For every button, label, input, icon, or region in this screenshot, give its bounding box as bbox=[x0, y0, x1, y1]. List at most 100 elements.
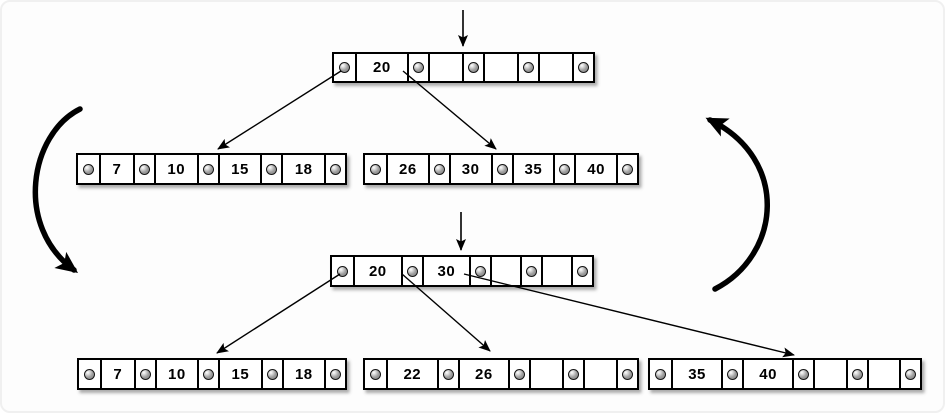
pointer-cell bbox=[520, 257, 541, 285]
pointer-cell bbox=[899, 360, 920, 388]
btree-node-bottom-child-right: 35 40 bbox=[648, 358, 922, 390]
key-cell: 40 bbox=[574, 155, 616, 183]
key-cell: 7 bbox=[99, 155, 133, 183]
pointer-socket-icon bbox=[330, 368, 342, 380]
pointer-socket-icon bbox=[433, 163, 445, 175]
key-cell bbox=[866, 360, 899, 388]
pointer-socket-icon bbox=[412, 62, 424, 73]
pointer-cell bbox=[334, 54, 355, 81]
pointer-socket-icon bbox=[339, 62, 350, 73]
key-cell: 35 bbox=[671, 360, 721, 388]
key-cell bbox=[583, 360, 616, 388]
btree-node-top-root: 20 bbox=[332, 52, 595, 83]
pointer-socket-icon bbox=[467, 62, 479, 73]
pointer-socket-icon bbox=[266, 163, 278, 175]
pointer-socket-icon bbox=[622, 368, 633, 380]
pointer-socket-icon bbox=[138, 163, 150, 175]
key-cell: 18 bbox=[281, 155, 324, 183]
pointer-socket-icon bbox=[406, 265, 418, 277]
pointer-cell bbox=[79, 360, 100, 388]
pointer-cell bbox=[78, 155, 99, 183]
key-cell: 30 bbox=[421, 257, 470, 285]
pointer-cell bbox=[406, 54, 428, 81]
pointer-socket-icon bbox=[622, 163, 633, 175]
btree-node-top-child-right: 26 30 35 40 bbox=[363, 153, 639, 185]
pointer-cell bbox=[461, 54, 483, 81]
pointer-cell bbox=[650, 360, 671, 388]
pointer-cell bbox=[616, 155, 637, 183]
pointer-socket-icon bbox=[496, 163, 508, 175]
pointer-cell bbox=[400, 257, 422, 285]
pointer-socket-icon bbox=[330, 163, 342, 175]
pointer-socket-icon bbox=[370, 163, 381, 175]
pointer-cell bbox=[562, 360, 583, 388]
pointer-cell bbox=[427, 155, 449, 183]
key-cell: 15 bbox=[218, 360, 260, 388]
pointer-cell bbox=[260, 155, 281, 183]
key-cell: 10 bbox=[153, 155, 197, 183]
pointer-cell bbox=[490, 155, 512, 183]
pointer-socket-icon bbox=[442, 368, 454, 380]
pointer-cell bbox=[365, 360, 386, 388]
pointer-socket-icon bbox=[526, 265, 538, 277]
key-cell: 35 bbox=[511, 155, 554, 183]
pointer-socket-icon bbox=[475, 265, 487, 277]
key-cell: 22 bbox=[386, 360, 437, 388]
pointer-socket-icon bbox=[337, 265, 348, 277]
key-cell: 18 bbox=[281, 360, 324, 388]
pointer-socket-icon bbox=[727, 368, 739, 380]
btree-node-bottom-child-left: 7 10 15 18 bbox=[77, 358, 347, 390]
pointer-cell bbox=[324, 155, 345, 183]
pointer-cell bbox=[324, 360, 345, 388]
pointer-cell bbox=[553, 155, 574, 183]
key-cell: 20 bbox=[355, 54, 407, 81]
key-cell: 26 bbox=[386, 155, 428, 183]
pointer-socket-icon bbox=[203, 368, 215, 380]
pointer-cell bbox=[365, 155, 386, 183]
key-cell: 15 bbox=[217, 155, 261, 183]
key-cell bbox=[490, 257, 520, 285]
key-cell: 7 bbox=[100, 360, 134, 388]
pointer-cell bbox=[332, 257, 353, 285]
pointer-cell bbox=[260, 360, 282, 388]
key-cell bbox=[482, 54, 517, 81]
key-cell bbox=[541, 257, 571, 285]
key-cell: 26 bbox=[457, 360, 509, 388]
key-cell: 30 bbox=[448, 155, 491, 183]
pointer-socket-icon bbox=[559, 163, 571, 175]
pointer-cell bbox=[133, 360, 155, 388]
pointer-socket-icon bbox=[84, 368, 95, 380]
pointer-cell bbox=[196, 155, 218, 183]
pointer-cell bbox=[436, 360, 458, 388]
key-cell bbox=[813, 360, 845, 388]
pointer-socket-icon bbox=[578, 62, 589, 73]
key-cell bbox=[537, 54, 572, 81]
key-cell: 10 bbox=[154, 360, 197, 388]
pointer-socket-icon bbox=[655, 368, 666, 380]
key-cell: 40 bbox=[742, 360, 792, 388]
pointer-cell bbox=[792, 360, 813, 388]
pointer-cell bbox=[508, 360, 529, 388]
btree-node-bottom-child-middle: 22 26 bbox=[363, 358, 639, 390]
pointer-socket-icon bbox=[514, 368, 526, 380]
pointer-socket-icon bbox=[568, 368, 580, 380]
pointer-cell bbox=[571, 257, 592, 285]
pointer-cell bbox=[572, 54, 593, 81]
pointer-cell bbox=[469, 257, 490, 285]
key-cell bbox=[529, 360, 562, 388]
pointer-cell bbox=[516, 54, 538, 81]
pointer-socket-icon bbox=[522, 62, 534, 73]
pointer-socket-icon bbox=[83, 163, 94, 175]
pointer-cell bbox=[845, 360, 867, 388]
pointer-socket-icon bbox=[905, 368, 916, 380]
pointer-cell bbox=[721, 360, 742, 388]
pointer-socket-icon bbox=[139, 368, 151, 380]
pointer-socket-icon bbox=[266, 368, 278, 380]
btree-node-top-child-left: 7 10 15 18 bbox=[76, 153, 347, 185]
key-cell bbox=[427, 54, 462, 81]
pointer-cell bbox=[616, 360, 637, 388]
key-cell: 20 bbox=[353, 257, 401, 285]
